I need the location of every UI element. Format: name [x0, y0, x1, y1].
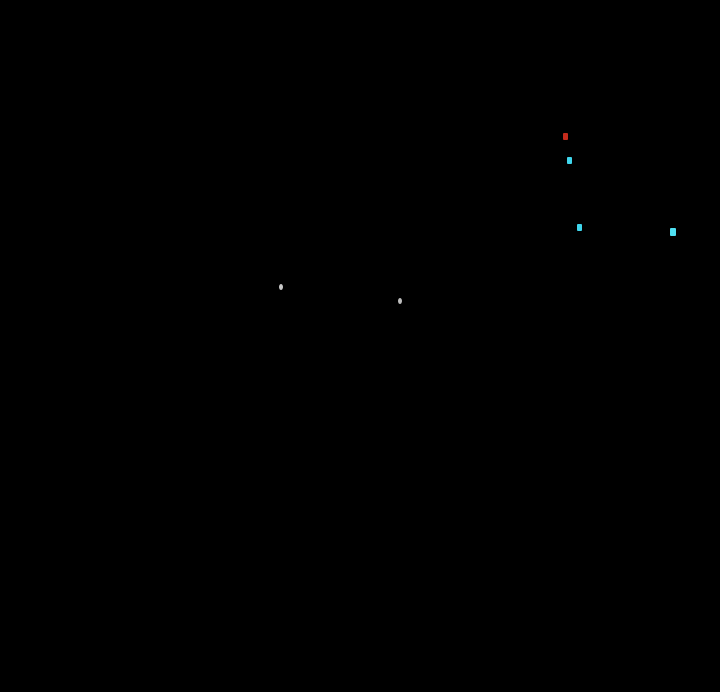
white-speck-left	[279, 284, 283, 290]
white-squiggle	[572, 195, 582, 213]
white-speck-center	[398, 298, 402, 304]
white-squiggle-svg	[572, 195, 582, 213]
cyan-glyph-lower	[577, 224, 582, 231]
red-glyph	[563, 133, 568, 140]
cyan-glyph-right	[670, 228, 676, 236]
cyan-glyph-upper	[567, 157, 572, 164]
